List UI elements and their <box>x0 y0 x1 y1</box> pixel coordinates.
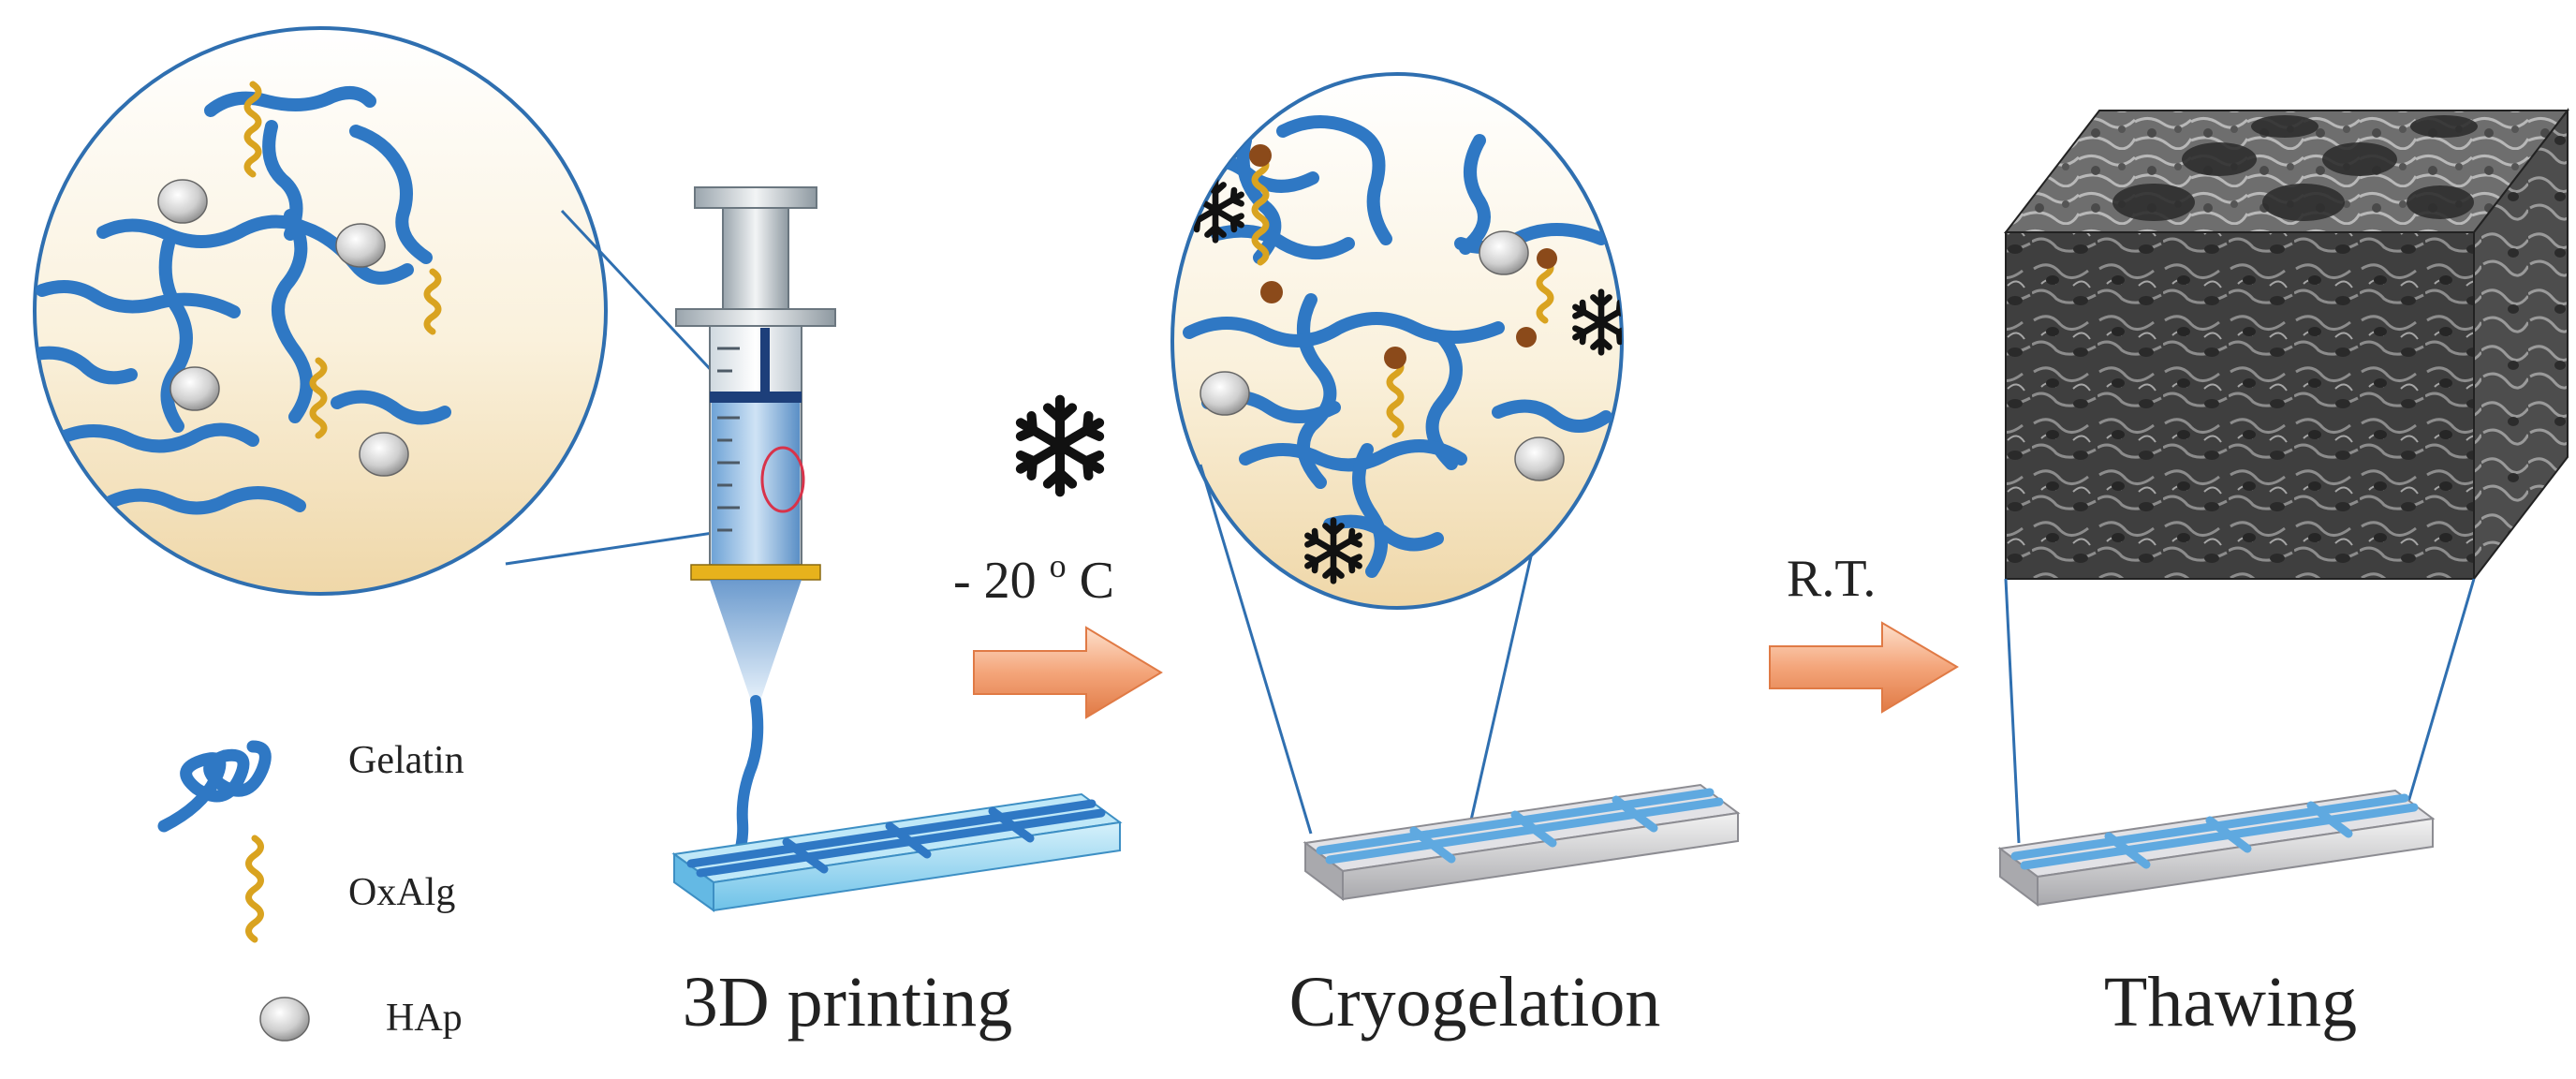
step-label-cryogelation: Cryogelation <box>1289 963 1661 1042</box>
gelatin-network-precursor <box>35 86 451 515</box>
gelatin-legend-icon <box>157 740 272 833</box>
hap-legend-icon <box>259 997 310 1042</box>
printed-scaffold <box>671 792 1123 912</box>
arrow-to-thawing <box>1769 621 1959 714</box>
magnified-region-marker <box>760 446 805 513</box>
sem-micrograph-cube <box>2003 108 2570 582</box>
oxalg-chains-precursor <box>243 81 442 439</box>
arrow-to-cryogelation <box>973 626 1163 719</box>
freeze-temperature-label: - 20 o C <box>953 531 1114 610</box>
legend: Gelatin OxAlg HAp <box>157 739 464 1042</box>
gelatin-network-cryogel <box>1175 115 1612 578</box>
room-temperature-label: R.T. <box>1787 550 1876 608</box>
oxalg-crosslinks-cryogel <box>1251 154 1554 438</box>
crosslink-nodes <box>1249 144 1557 369</box>
thawed-scaffold <box>1997 789 2436 907</box>
snowflake-icon <box>1021 400 1099 493</box>
freezing-step: - 20 o C <box>953 400 1163 719</box>
gelatin-legend-label: Gelatin <box>348 739 464 782</box>
cryogel-magnified-view <box>1170 72 1624 610</box>
oxalg-legend-icon <box>245 835 264 943</box>
cryogel-scaffold <box>1303 783 1741 901</box>
thawing-step: R.T. <box>1769 550 1959 714</box>
hap-legend-label: HAp <box>386 997 463 1040</box>
zoom-lines-3 <box>2004 578 2476 844</box>
syringe <box>675 186 836 879</box>
zoom-lines-2 <box>1199 464 1533 835</box>
precursor-magnified-view <box>33 26 608 596</box>
step-label-3d-printing: 3D printing <box>683 963 1013 1042</box>
oxalg-legend-label: OxAlg <box>348 871 455 914</box>
step-label-thawing: Thawing <box>2104 963 2357 1042</box>
